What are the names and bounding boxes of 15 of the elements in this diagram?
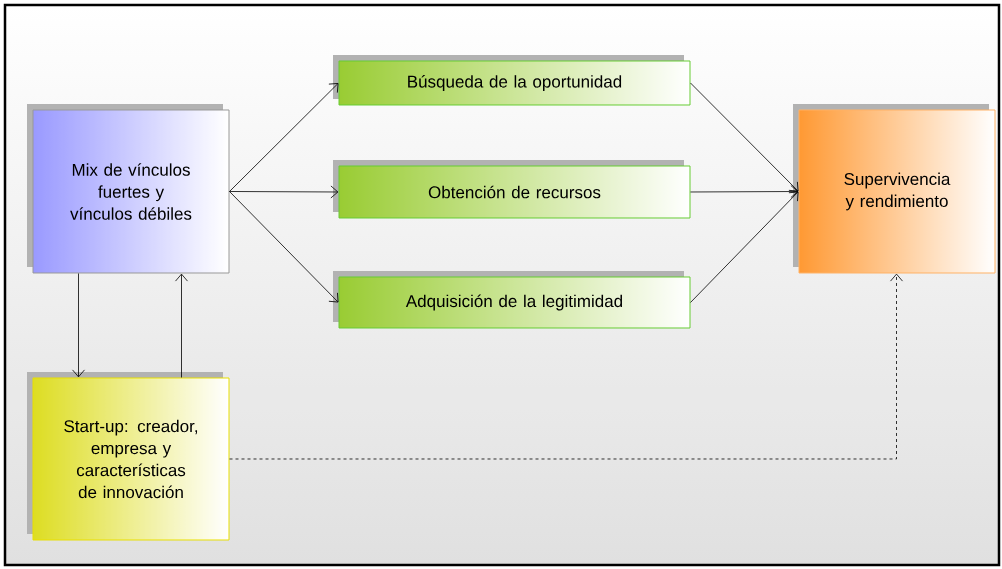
arrow <box>229 191 339 303</box>
process-box: Búsqueda de la oportunidad <box>333 55 691 106</box>
arrow <box>690 82 799 192</box>
process-box: Supervivencia y rendimiento <box>793 104 996 274</box>
arrow <box>690 185 799 198</box>
process-box: Start-up: creador, empresa y características de innovación <box>27 372 230 541</box>
arrow <box>229 273 903 460</box>
arrow <box>229 185 339 199</box>
process-box: Obtención de recursos <box>333 160 691 219</box>
arrow <box>175 273 188 378</box>
arrow <box>690 191 799 303</box>
arrow <box>229 83 339 192</box>
process-box: Mix de vínculos fuertes y vínculos débiles <box>27 104 230 274</box>
process-box: Adquisición de la legitimidad <box>333 271 691 329</box>
arrow <box>72 273 85 378</box>
